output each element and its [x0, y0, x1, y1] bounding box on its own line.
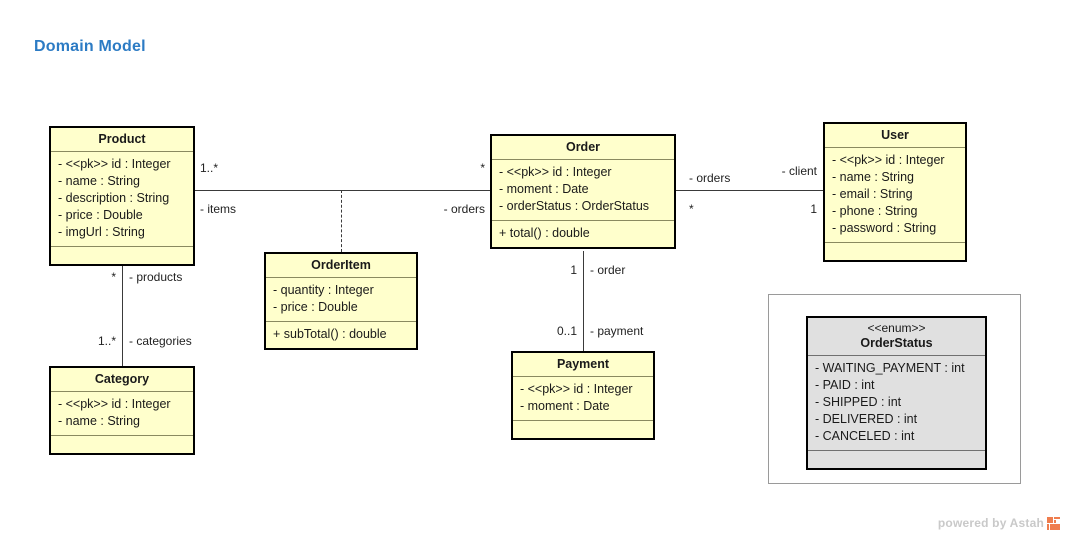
attribute: - name : String: [58, 174, 140, 188]
class-operations-payment: [513, 421, 653, 438]
attribute: - <<pk>> id : Integer: [499, 165, 612, 179]
attribute: - moment : Date: [520, 399, 610, 413]
class-title-orderstatus: OrderStatus: [860, 336, 933, 350]
association-line-product-category: [122, 259, 123, 366]
attribute: - CANCELED : int: [815, 429, 915, 443]
attribute: - moment : Date: [499, 182, 589, 196]
class-box-payment[interactable]: Payment - <<pk>> id : Integer - moment :…: [511, 351, 655, 440]
attribute: - <<pk>> id : Integer: [58, 397, 171, 411]
class-box-order[interactable]: Order - <<pk>> id : Integer - moment : D…: [490, 134, 676, 249]
assoc-mult-product-order-target: *: [480, 161, 485, 175]
attribute: - <<pk>> id : Integer: [832, 153, 945, 167]
assoc-role-product-category-target: - categories: [129, 334, 192, 348]
class-operations-category: [51, 436, 193, 453]
class-operations-user: [825, 243, 965, 260]
class-name-payment: Payment: [513, 353, 653, 377]
attribute: - PAID : int: [815, 378, 875, 392]
attribute: - name : String: [58, 414, 140, 428]
attribute: - <<pk>> id : Integer: [58, 157, 171, 171]
attribute: - phone : String: [832, 204, 918, 218]
attribute: - imgUrl : String: [58, 225, 145, 239]
class-name-orderstatus: <<enum>> OrderStatus: [808, 318, 985, 356]
class-name-category: Category: [51, 368, 193, 392]
class-box-orderitem[interactable]: OrderItem - quantity : Integer - price :…: [264, 252, 418, 350]
class-attributes-orderitem: - quantity : Integer - price : Double: [266, 278, 416, 322]
attribute: - name : String: [832, 170, 914, 184]
class-name-order: Order: [492, 136, 674, 160]
class-name-orderitem: OrderItem: [266, 254, 416, 278]
attribute: - orderStatus : OrderStatus: [499, 199, 650, 213]
attribute: - password : String: [832, 221, 937, 235]
class-stereotype-orderstatus: <<enum>>: [867, 321, 926, 335]
operation: + total() : double: [499, 226, 590, 240]
class-box-product[interactable]: Product - <<pk>> id : Integer - name : S…: [49, 126, 195, 266]
assoc-mult-order-payment-target: 0..1: [556, 324, 577, 338]
attribute: - description : String: [58, 191, 170, 205]
assoc-mult-order-payment-source: 1: [570, 263, 577, 277]
attribute: - quantity : Integer: [273, 283, 374, 297]
class-attributes-user: - <<pk>> id : Integer - name : String - …: [825, 148, 965, 243]
class-name-product: Product: [51, 128, 193, 152]
assoc-role-product-order-source: - items: [200, 202, 236, 216]
class-operations-product: [51, 247, 193, 264]
attribute: - SHIPPED : int: [815, 395, 902, 409]
astah-logo-icon: [1047, 516, 1060, 530]
assoc-mult-product-category-target: 1..*: [97, 334, 116, 348]
attribute: - email : String: [832, 187, 913, 201]
assoc-role-product-category-source: - products: [129, 270, 183, 284]
class-box-user[interactable]: User - <<pk>> id : Integer - name : Stri…: [823, 122, 967, 262]
page-title: Domain Model: [34, 38, 146, 55]
assoc-mult-order-user-target: 1: [810, 202, 817, 216]
class-operations-orderitem: + subTotal() : double: [266, 322, 416, 348]
class-attributes-order: - <<pk>> id : Integer - moment : Date - …: [492, 160, 674, 221]
class-attributes-category: - <<pk>> id : Integer - name : String: [51, 392, 193, 436]
assoc-role-order-payment-target: - payment: [590, 324, 644, 338]
association-line-product-order: [195, 190, 490, 191]
attribute: - price : Double: [273, 300, 358, 314]
assoc-mult-order-user-source: *: [689, 202, 694, 216]
association-link-orderitem: [341, 190, 342, 252]
class-box-category[interactable]: Category - <<pk>> id : Integer - name : …: [49, 366, 195, 455]
assoc-role-order-user-target: - client: [781, 164, 817, 178]
assoc-role-order-payment-source: - order: [590, 263, 626, 277]
class-box-orderstatus[interactable]: <<enum>> OrderStatus - WAITING_PAYMENT :…: [806, 316, 987, 470]
watermark-text: powered by Astah: [937, 516, 1044, 530]
attribute: - price : Double: [58, 208, 143, 222]
assoc-mult-product-order-source: 1..*: [200, 161, 219, 175]
attribute: - DELIVERED : int: [815, 412, 918, 426]
class-attributes-payment: - <<pk>> id : Integer - moment : Date: [513, 377, 653, 421]
attribute: - WAITING_PAYMENT : int: [815, 361, 965, 375]
assoc-mult-product-category-source: *: [111, 270, 116, 284]
class-name-user: User: [825, 124, 965, 148]
class-operations-order: + total() : double: [492, 221, 674, 247]
watermark: powered by Astah: [938, 516, 1060, 530]
assoc-role-order-user-source: - orders: [689, 171, 731, 185]
attribute: - <<pk>> id : Integer: [520, 382, 633, 396]
class-operations-orderstatus: [808, 451, 985, 468]
class-attributes-orderstatus: - WAITING_PAYMENT : int - PAID : int - S…: [808, 356, 985, 451]
class-attributes-product: - <<pk>> id : Integer - name : String - …: [51, 152, 193, 247]
association-line-order-user: [676, 190, 823, 191]
assoc-role-product-order-target: - orders: [443, 202, 485, 216]
operation: + subTotal() : double: [273, 327, 387, 341]
association-line-order-payment: [583, 251, 584, 351]
